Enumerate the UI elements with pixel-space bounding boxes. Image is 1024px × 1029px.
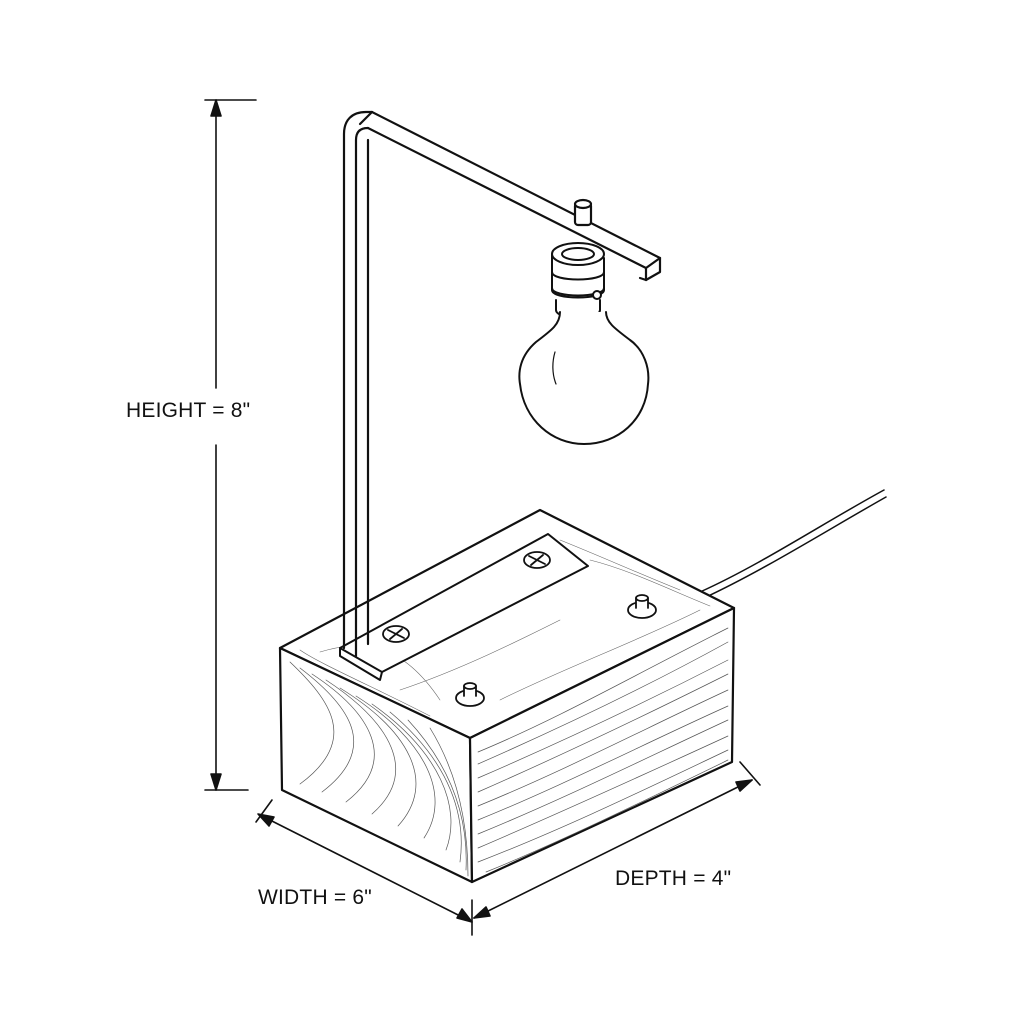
height-dimension-line [204,99,257,791]
knob-icon [627,594,657,619]
height-label: HEIGHT = 8" [126,399,251,422]
bulb-socket [551,242,605,319]
width-dimension-line [255,799,473,936]
metal-arm [342,110,662,658]
screw-icon [382,625,410,643]
screw-icon [523,551,551,569]
wood-grain-left [289,661,469,877]
wooden-base [278,508,736,884]
light-bulb [518,311,650,445]
depth-dimension-line [473,761,761,919]
power-cord [699,489,887,599]
width-label: WIDTH = 6" [258,886,372,909]
wood-grain-right [477,627,729,873]
depth-label: DEPTH = 4" [615,867,732,890]
knob-icon [455,682,485,707]
